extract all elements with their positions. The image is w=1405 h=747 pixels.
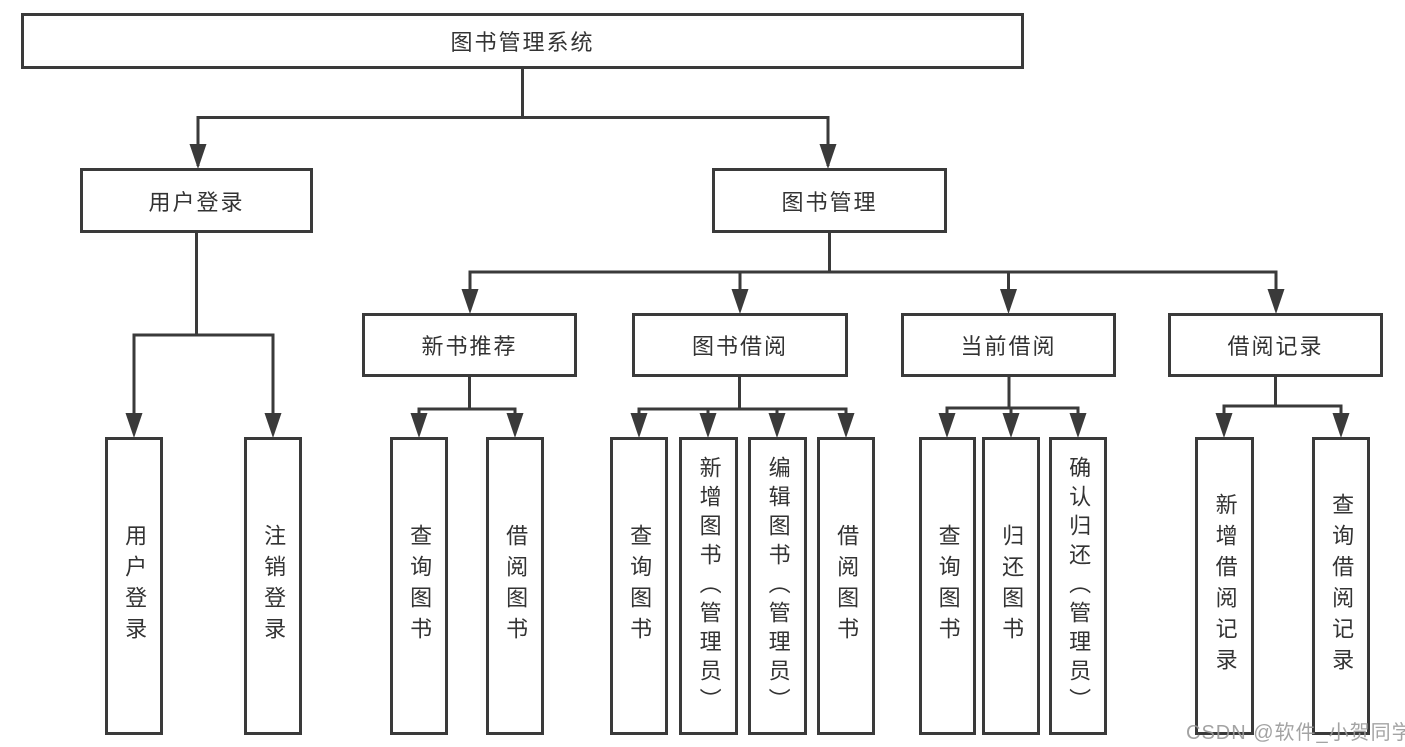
leaf-edit-book-admin: 编辑图书（管理员） <box>748 437 807 735</box>
leaf-query-books-recommend: 查询图书 <box>390 437 448 735</box>
leaf-label: 编辑图书（管理员） <box>765 455 791 717</box>
leaf-label: 新增图书（管理员） <box>696 455 722 717</box>
leaf-label: 归还图书 <box>999 524 1025 648</box>
leaf-label: 查询图书 <box>627 524 653 648</box>
node-label: 图书借阅 <box>691 334 788 359</box>
leaf-label: 确认归还（管理员） <box>1066 455 1092 717</box>
node-label: 用户登录 <box>148 189 245 215</box>
csdn-watermark: CSDN @软件_小贺同学 <box>1186 722 1405 744</box>
leaf-label: 新增借阅记录 <box>1212 493 1238 679</box>
node-library-management-system: 图书管理系统 <box>21 13 1024 69</box>
leaf-label: 查询图书 <box>935 524 961 648</box>
node-borrowing-records: 借阅记录 <box>1168 313 1383 377</box>
node-new-book-recommendation: 新书推荐 <box>362 313 577 377</box>
leaf-label: 查询图书 <box>407 524 433 648</box>
leaf-add-book-admin: 新增图书（管理员） <box>679 437 738 735</box>
arrowheads <box>125 144 1350 438</box>
leaf-query-books-current: 查询图书 <box>919 437 976 735</box>
node-user-login: 用户登录 <box>80 168 313 233</box>
node-label: 新书推荐 <box>421 334 518 359</box>
leaf-borrow-books: 借阅图书 <box>817 437 875 735</box>
leaf-add-borrow-record: 新增借阅记录 <box>1195 437 1254 735</box>
leaf-label: 注销登录 <box>261 524 287 648</box>
node-book-borrowing: 图书借阅 <box>632 313 848 377</box>
leaf-label: 借阅图书 <box>834 524 860 648</box>
leaf-confirm-return-admin: 确认归还（管理员） <box>1049 437 1107 735</box>
leaf-query-borrow-record: 查询借阅记录 <box>1312 437 1370 735</box>
node-label: 借阅记录 <box>1227 334 1324 359</box>
leaf-user-login: 用户登录 <box>105 437 163 735</box>
node-label: 当前借阅 <box>960 334 1057 359</box>
leaf-label: 借阅图书 <box>503 524 529 648</box>
node-book-management: 图书管理 <box>712 168 947 233</box>
leaf-logout: 注销登录 <box>244 437 302 735</box>
leaf-borrow-books-recommend: 借阅图书 <box>486 437 544 735</box>
leaf-label: 查询借阅记录 <box>1329 493 1355 679</box>
node-label: 图书管理系统 <box>450 30 595 55</box>
leaf-return-books: 归还图书 <box>982 437 1040 735</box>
node-current-borrowing: 当前借阅 <box>901 313 1116 377</box>
leaf-label: 用户登录 <box>122 524 148 648</box>
node-label: 图书管理 <box>781 189 878 215</box>
leaf-query-books-borrow: 查询图书 <box>610 437 668 735</box>
